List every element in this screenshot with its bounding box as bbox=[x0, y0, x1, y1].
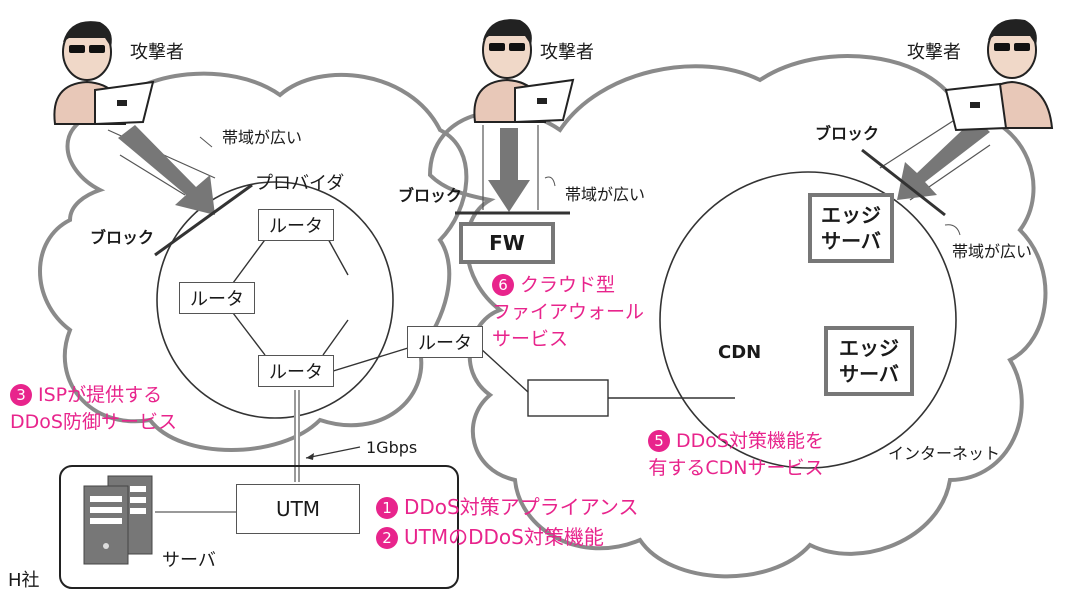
company-label: H社 bbox=[8, 570, 40, 591]
measure-number: 1 bbox=[376, 497, 398, 519]
attack-arrow-left bbox=[107, 125, 253, 257]
provider-circle bbox=[156, 181, 394, 419]
company-box bbox=[59, 465, 459, 589]
measure-number: 6 bbox=[492, 274, 514, 296]
provider-label: プロバイダ bbox=[255, 173, 345, 194]
attacker-figure-icon bbox=[473, 19, 575, 124]
link-speed-label: 1Gbps bbox=[366, 438, 418, 457]
router-node: ルータ bbox=[258, 209, 334, 241]
internet-label: インターネット bbox=[888, 444, 1001, 463]
attacker-figure-icon bbox=[944, 19, 1054, 132]
server-tower-icon bbox=[83, 475, 153, 565]
bandwidth-label: 帯域が広い bbox=[952, 242, 1033, 261]
attack-arrow-center bbox=[455, 125, 570, 215]
block-label: ブロック bbox=[815, 124, 880, 143]
measure-number: 2 bbox=[376, 527, 398, 549]
block-label: ブロック bbox=[90, 228, 155, 247]
attacker-figure-icon bbox=[53, 21, 155, 126]
edge-server-node: エッジ サーバ bbox=[824, 326, 914, 396]
bandwidth-label: 帯域が広い bbox=[565, 185, 646, 204]
router-node: ルータ bbox=[407, 326, 483, 358]
router-links bbox=[232, 236, 735, 399]
bandwidth-label: 帯域が広い bbox=[222, 128, 303, 147]
router-node: ルータ bbox=[258, 355, 334, 387]
attacker-label: 攻撃者 bbox=[907, 42, 961, 63]
firewall-node: FW bbox=[459, 222, 555, 264]
attacker-label: 攻撃者 bbox=[540, 42, 594, 63]
router-node: ルータ bbox=[179, 282, 255, 314]
connector-box bbox=[527, 379, 609, 417]
cdn-label: CDN bbox=[718, 342, 762, 363]
edge-server-node: エッジ サーバ bbox=[808, 193, 894, 263]
attacker-label: 攻撃者 bbox=[130, 42, 184, 63]
measure-number: 5 bbox=[648, 430, 670, 452]
attack-arrow-right bbox=[861, 109, 991, 236]
utm-node: UTM bbox=[236, 484, 360, 534]
measure-number: 3 bbox=[10, 384, 32, 406]
block-label: ブロック bbox=[398, 186, 463, 205]
server-label: サーバ bbox=[162, 550, 216, 571]
